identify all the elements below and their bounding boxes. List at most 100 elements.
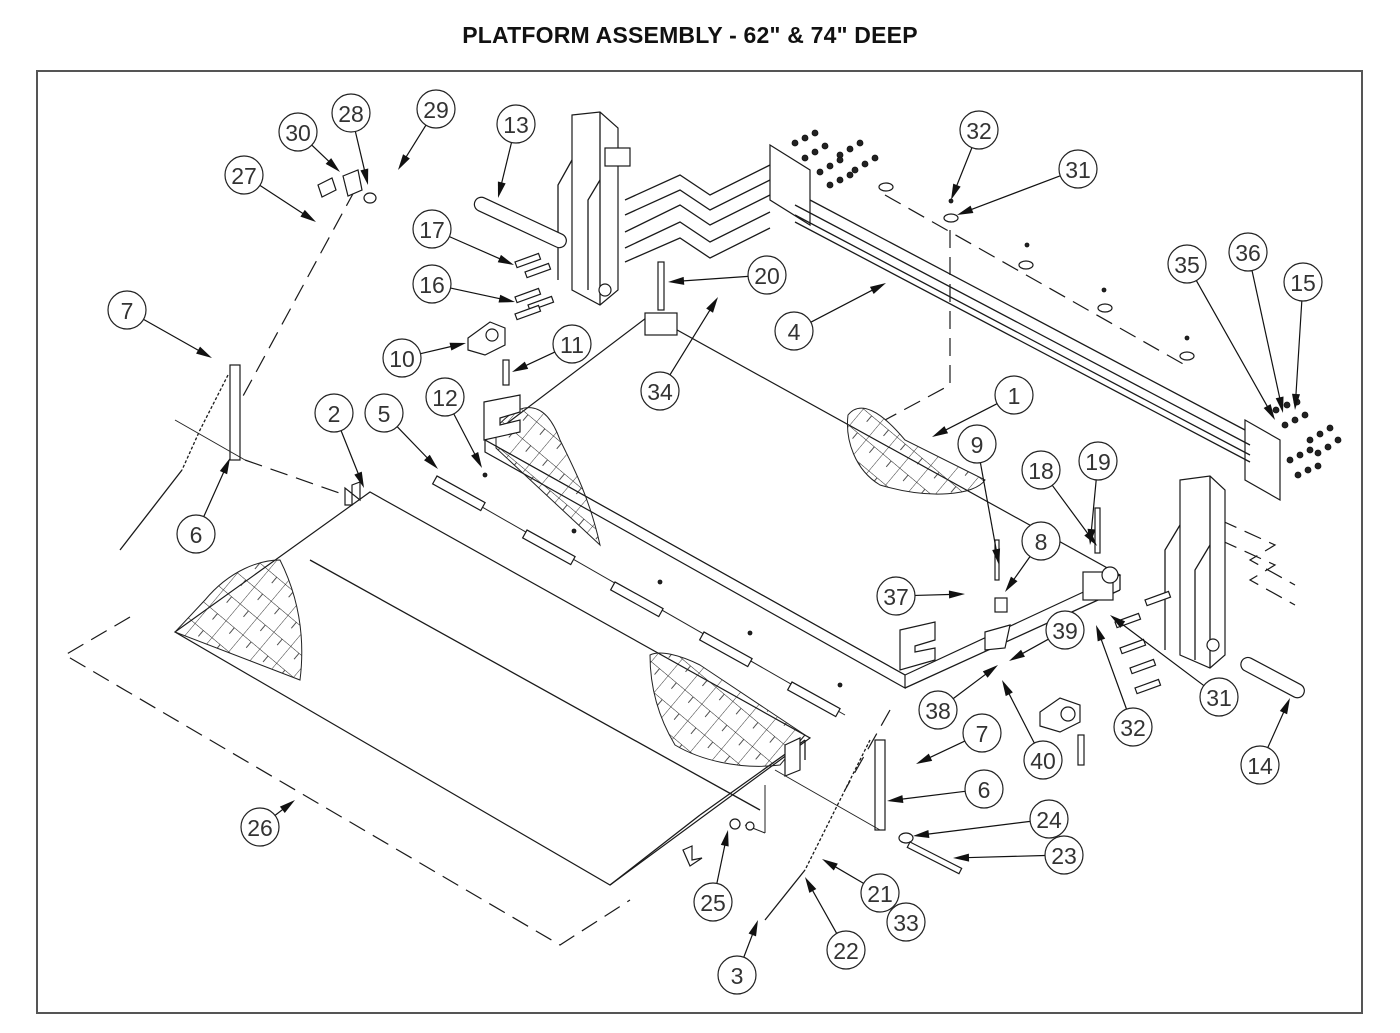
- callout-number: 24: [1036, 807, 1062, 833]
- callout-number: 2: [328, 401, 341, 427]
- balloon-circle: [425, 377, 465, 417]
- arrowhead-icon: [1292, 393, 1300, 410]
- callout-number: 7: [976, 721, 989, 747]
- leader-line: [952, 671, 989, 700]
- drawing-frame: [36, 70, 1363, 1014]
- callout-number: 32: [1120, 715, 1146, 741]
- leader-line: [1019, 638, 1049, 656]
- balloon-circle: [1283, 262, 1323, 302]
- callout-33: 33: [886, 902, 926, 942]
- callout-number: 40: [1030, 748, 1056, 774]
- leader-line: [1267, 708, 1286, 748]
- hinge-pins: [431, 472, 846, 718]
- callout-10: 10: [382, 338, 466, 378]
- leader-line: [259, 184, 307, 216]
- callout-25: 25: [693, 830, 733, 922]
- callout-8: 8: [1005, 521, 1061, 592]
- balloon-circle: [964, 769, 1004, 809]
- arrowhead-icon: [471, 451, 482, 468]
- balloon-circle: [717, 955, 757, 995]
- callout-18: 18: [1021, 450, 1097, 546]
- callout-number: 10: [389, 346, 415, 372]
- leader-line: [453, 413, 477, 458]
- arrowhead-icon: [300, 209, 316, 222]
- callout-number: 30: [285, 120, 311, 146]
- balloon-circle: [1058, 149, 1098, 189]
- leader-line: [968, 175, 1061, 212]
- callout-21: 21: [822, 859, 900, 913]
- leader-line: [311, 144, 332, 165]
- leader-line: [942, 403, 998, 433]
- balloon-circle: [1029, 799, 1069, 839]
- arrowhead-icon: [1005, 576, 1018, 592]
- arrowhead-icon: [424, 454, 438, 469]
- callout-40: 40: [1002, 680, 1063, 780]
- arrowhead-icon: [398, 154, 410, 170]
- balloon-circle: [1240, 745, 1280, 785]
- leader-line: [1051, 484, 1091, 537]
- callout-5: 5: [364, 393, 438, 469]
- leader-line: [1295, 300, 1303, 399]
- arrowhead-icon: [279, 800, 295, 813]
- balloon-circle: [959, 110, 999, 150]
- callout-number: 23: [1051, 843, 1077, 869]
- balloon-circle: [994, 375, 1034, 415]
- arrowhead-icon: [1279, 698, 1290, 715]
- arrowhead-icon: [822, 859, 838, 871]
- callout-number: 1: [1008, 383, 1021, 409]
- callout-number: 14: [1247, 753, 1273, 779]
- callout-number: 39: [1052, 618, 1078, 644]
- balloon-circle: [1199, 677, 1239, 717]
- callout-30: 30: [278, 112, 340, 172]
- ramp-platform: [63, 481, 812, 946]
- leader-line: [1006, 690, 1035, 744]
- callout-2: 2: [314, 393, 364, 488]
- arrowhead-icon: [887, 795, 904, 804]
- arrowhead-icon: [449, 342, 466, 351]
- callout-6: 6: [887, 769, 1004, 809]
- callout-22: 22: [805, 877, 866, 970]
- callout-32: 32: [951, 110, 999, 200]
- balloon-circle: [416, 89, 456, 129]
- callout-39: 39: [1009, 610, 1085, 661]
- arrowhead-icon: [325, 158, 340, 172]
- leader-line: [340, 430, 361, 478]
- callout-19: 19: [1078, 441, 1118, 545]
- balloon-circle: [176, 514, 216, 554]
- balloon-circle: [860, 873, 900, 913]
- arrowhead-icon: [982, 665, 998, 678]
- leader-line: [203, 468, 226, 517]
- balloon-circle: [1045, 610, 1085, 650]
- leader-line: [979, 462, 998, 554]
- left-upright: [473, 111, 631, 306]
- callout-15: 15: [1283, 262, 1323, 410]
- callout-20: 20: [668, 255, 787, 295]
- leader-line: [669, 306, 713, 376]
- leader-line: [1195, 280, 1270, 410]
- callout-number: 35: [1174, 252, 1200, 278]
- leader-line: [954, 147, 973, 190]
- callout-34: 34: [640, 297, 718, 411]
- callout-number: 33: [893, 910, 919, 936]
- balloon-circle: [1021, 521, 1061, 561]
- main-platform: [483, 312, 1122, 690]
- balloon-circle: [331, 93, 371, 133]
- leader-line: [679, 275, 749, 282]
- balloon-circle: [918, 690, 958, 730]
- leader-line: [522, 351, 556, 368]
- balloon-circle: [640, 371, 680, 411]
- balloon-circle: [364, 393, 404, 433]
- callout-number: 36: [1235, 240, 1261, 266]
- leader-line: [1090, 479, 1097, 534]
- callout-number: 18: [1028, 458, 1054, 484]
- balloon-circle: [876, 576, 916, 616]
- leader-line: [449, 236, 504, 261]
- leader-line: [396, 426, 431, 461]
- callout-29: 29: [398, 89, 456, 170]
- callout-38: 38: [918, 665, 998, 730]
- callout-number: 28: [338, 101, 364, 127]
- leader-line: [403, 124, 427, 161]
- leader-line: [420, 345, 455, 355]
- callout-27: 27: [224, 155, 316, 222]
